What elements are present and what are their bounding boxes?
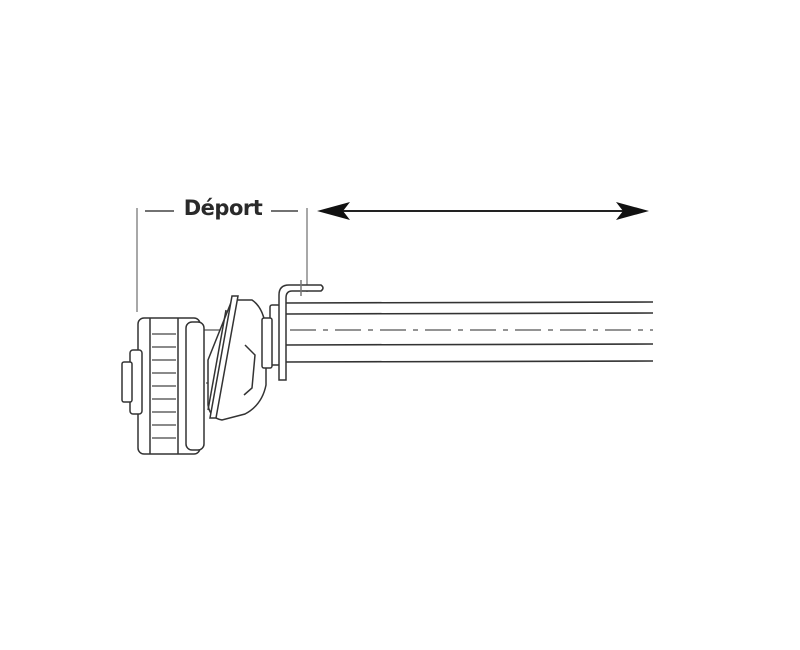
offset-dimension: [136, 208, 308, 312]
axle-tube: [284, 301, 654, 363]
offset-label: Déport: [183, 196, 263, 220]
hub-cap: [121, 349, 143, 415]
arrowhead-left-icon: [317, 202, 350, 220]
brake-drum: [137, 317, 205, 455]
brake-housing: [207, 295, 273, 421]
double-arrow-length: [317, 202, 649, 220]
arrowhead-right-icon: [616, 202, 649, 220]
